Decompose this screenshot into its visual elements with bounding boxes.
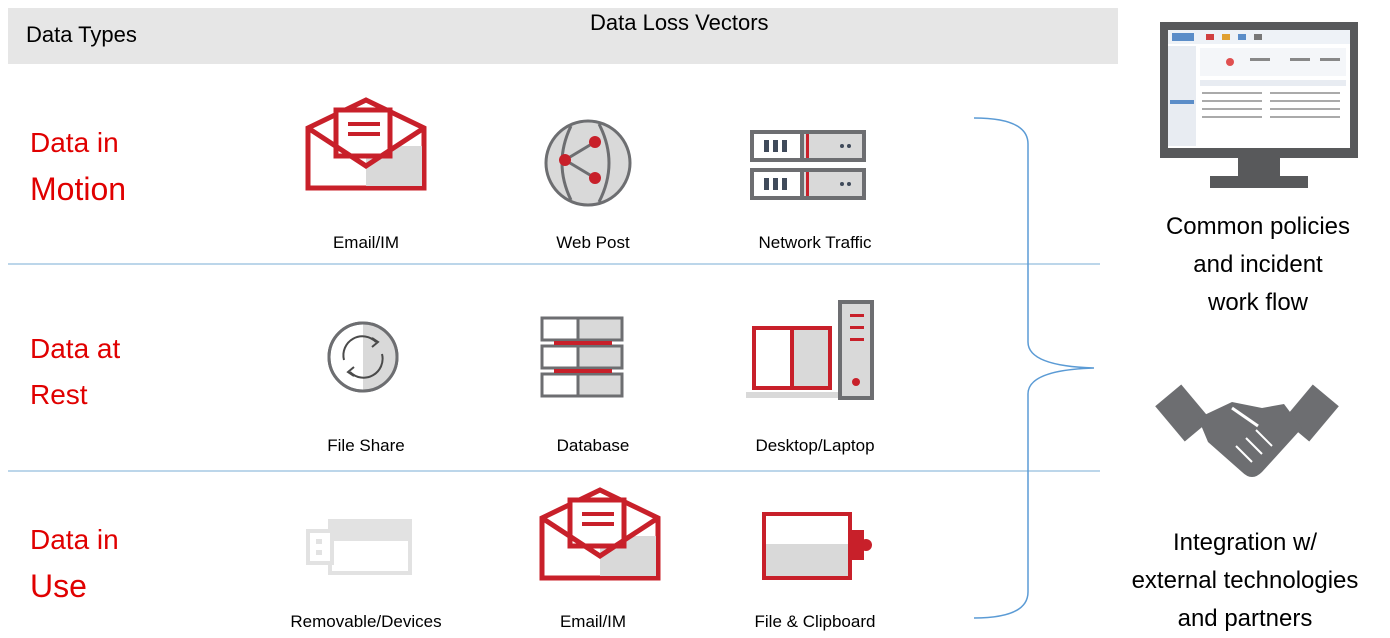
monitor-caption-line: work flow [1207,289,1309,316]
row-label-rest: Data at Rest [30,326,120,406]
usb-device-icon [306,519,412,575]
row-label-line2: Rest [30,379,88,406]
monitor-icon [1160,22,1358,188]
vector-caption: Web Post [556,233,630,252]
handshake-caption-line: external technologies [1131,567,1359,594]
vector-caption: File & Clipboard [754,612,876,631]
email-icon [539,487,661,581]
file-share-icon [327,321,399,393]
monitor-caption-line: Common policies [1165,213,1351,240]
grouping-bracket [973,117,1095,619]
vector-caption: Database [556,436,630,455]
handshake-caption-line: Integration w/ [1172,529,1318,556]
vector-caption: Email/IM [332,233,400,252]
monitor-caption-line: and incident [1193,251,1323,278]
database-icon [540,316,624,398]
data-loss-vectors-title: Data Loss Vectors [590,10,769,35]
row-divider [8,263,1100,265]
vector-caption: File Share [327,436,405,455]
email-icon [305,97,427,191]
clipboard-battery-icon [762,512,872,580]
row-label-line1: Data at [30,333,121,364]
row-label-use: Data in Use [30,517,119,609]
network-server-icon [750,130,866,200]
desktop-laptop-icon [746,300,874,400]
handshake-caption-line: and partners [1177,605,1313,632]
vector-caption: Email/IM [559,612,627,631]
row-label-motion: Data in Motion [30,120,126,212]
handshake-caption: Integration w/ external technologies and… [1100,524,1390,638]
row-divider [8,470,1100,472]
handshake-icon [1155,384,1339,477]
vector-caption: Desktop/Laptop [755,436,875,455]
row-label-line1: Data in [30,524,119,555]
web-post-icon [544,119,632,207]
row-label-line1: Data in [30,127,119,158]
data-types-title: Data Types [26,22,137,47]
row-label-line2: Motion [30,171,127,207]
header-bar [8,8,1118,64]
vector-caption: Network Traffic [758,233,872,252]
monitor-caption: Common policies and incident work flow [1130,208,1386,322]
row-label-line2: Use [30,568,87,604]
vector-caption: Removable/Devices [290,612,442,631]
